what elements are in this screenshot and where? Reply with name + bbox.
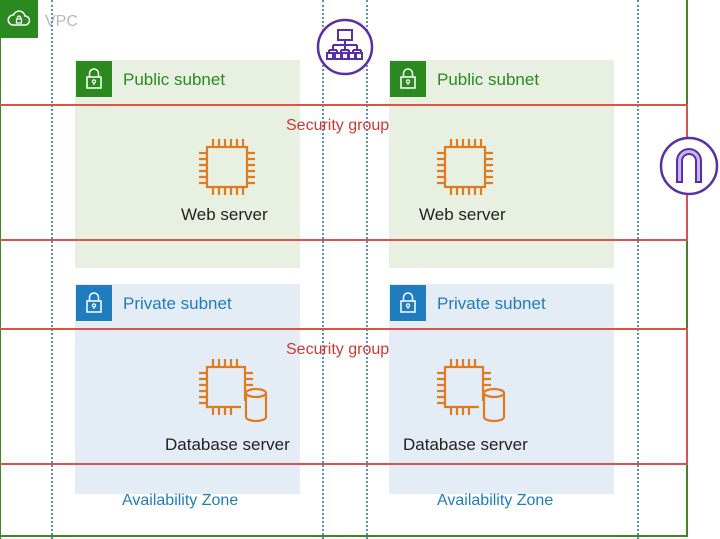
database-server-label: Database server xyxy=(403,435,528,454)
security-group-2-bottom xyxy=(0,463,688,465)
private-subnet-lock-badge xyxy=(76,285,112,321)
private-subnet-label: Private subnet xyxy=(123,294,232,313)
database-instance-icon xyxy=(199,359,268,423)
internet-gateway xyxy=(658,135,720,202)
database-server-label: Database server xyxy=(165,435,290,454)
cloud-lock-icon xyxy=(7,10,31,26)
security-group-2-top xyxy=(0,328,688,330)
web-server-label: Web server xyxy=(419,205,506,224)
web-server-label: Web server xyxy=(181,205,268,224)
az1-border-left xyxy=(51,0,53,539)
ec2-instance-icon xyxy=(437,139,493,195)
az1-border-right xyxy=(322,0,324,539)
vpc-label: VPC xyxy=(45,13,78,30)
az2-border-left xyxy=(366,0,368,539)
availability-zone-label: Availability Zone xyxy=(437,492,554,509)
vpc-border xyxy=(0,0,688,537)
private-subnet-label: Private subnet xyxy=(437,294,546,313)
vpc-border-left xyxy=(0,0,1,539)
security-group-1-top xyxy=(0,104,688,106)
security-group-2-right xyxy=(686,328,688,465)
lock-icon xyxy=(400,68,416,89)
lock-icon xyxy=(86,68,102,89)
private-subnet-lock-badge xyxy=(390,285,426,321)
database-server-az2 xyxy=(433,355,513,430)
lock-icon xyxy=(400,292,416,313)
web-server-az2 xyxy=(433,135,497,204)
web-server-az1 xyxy=(195,135,259,204)
load-balancer xyxy=(315,17,375,82)
internet-gateway-icon xyxy=(659,136,719,196)
security-group-label: Security group xyxy=(286,341,390,358)
public-subnet-label: Public subnet xyxy=(437,70,540,89)
public-subnet-lock-badge xyxy=(390,61,426,97)
lock-icon xyxy=(86,292,102,313)
public-subnet-label: Public subnet xyxy=(123,70,226,89)
load-balancer-icon xyxy=(316,18,374,76)
security-group-1-bottom xyxy=(0,239,688,241)
ec2-instance-icon xyxy=(199,139,255,195)
availability-zone-label: Availability Zone xyxy=(122,492,239,509)
public-subnet-az2 xyxy=(389,60,614,268)
az2-border-right xyxy=(637,0,639,539)
vpc-badge xyxy=(0,0,38,38)
database-instance-icon xyxy=(437,359,506,423)
security-group-label: Security group xyxy=(286,117,390,134)
database-server-az1 xyxy=(195,355,275,430)
private-subnet-az2 xyxy=(389,284,614,494)
public-subnet-az1 xyxy=(75,60,300,268)
public-subnet-lock-badge xyxy=(76,61,112,97)
